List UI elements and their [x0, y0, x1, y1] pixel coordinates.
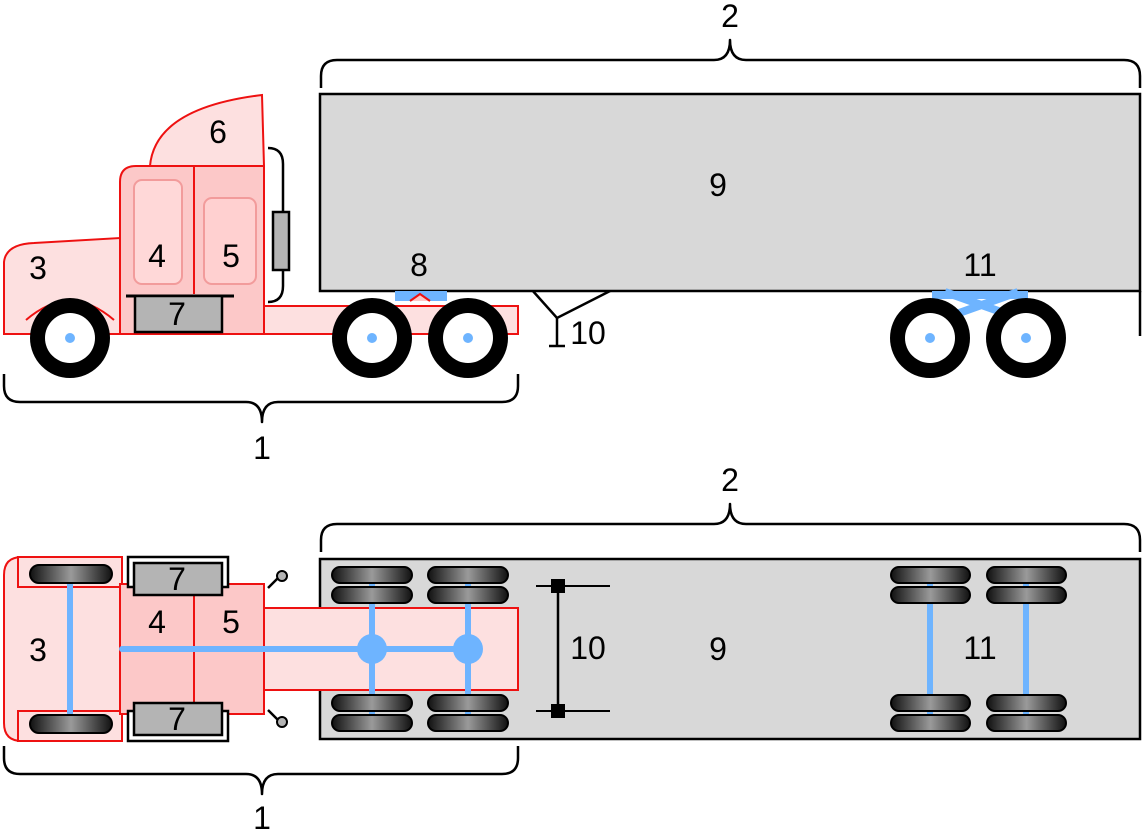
side-hood-label: 3 — [29, 250, 47, 286]
side-fifth-wheel-label: 8 — [410, 247, 428, 283]
side-trailer-body — [318, 92, 1142, 293]
side-trailer-axles-label: 11 — [963, 247, 996, 283]
side-tractor-front-wheel — [25, 298, 115, 378]
top-trailer-brace-label: 2 — [721, 462, 739, 498]
top-landing-gear-label: 10 — [570, 630, 606, 666]
top-tractor-brace-label: 1 — [253, 800, 271, 834]
top-fuel-tank-lower — [132, 701, 224, 737]
top-tractor-tires — [29, 564, 509, 734]
side-tractor-brace-label: 1 — [253, 430, 271, 466]
top-fuel-tank-upper — [132, 561, 224, 597]
side-fifth-wheel — [395, 291, 447, 302]
side-trailer-wheel-1 — [890, 298, 970, 378]
top-tractor-brace — [2, 746, 520, 796]
side-fairing — [148, 93, 266, 167]
side-tractor-brace — [2, 374, 520, 424]
side-fuel-tank-label: 7 — [168, 296, 186, 332]
side-trailer-brace — [319, 38, 1142, 88]
top-trailer-axles-label: 11 — [963, 630, 996, 666]
top-cab-rear-label: 5 — [222, 604, 240, 640]
side-exhaust-stack — [267, 146, 291, 304]
top-trailer-axles — [890, 566, 1067, 732]
side-fairing-label: 6 — [209, 114, 227, 150]
top-fuel-tank-upper-label: 7 — [168, 561, 186, 597]
side-trailer-wheel-2 — [986, 298, 1066, 378]
top-view: 2 9 10 11 — [2, 462, 1142, 834]
top-hood-label: 3 — [29, 632, 47, 668]
side-tractor-drive-wheel-2 — [428, 298, 508, 378]
top-trailer-body-label: 9 — [709, 631, 727, 667]
side-tractor-drive-wheel-1 — [332, 298, 412, 378]
side-cab-front-label: 4 — [148, 238, 166, 274]
side-fuel-tank — [133, 294, 224, 334]
side-view: 2 10 9 11 8 3 6 — [2, 0, 1142, 466]
top-trailer-brace — [319, 502, 1142, 552]
top-exhaust-stacks — [267, 570, 288, 728]
side-trailer-brace-label: 2 — [721, 0, 739, 34]
side-landing-gear-label: 10 — [570, 315, 606, 351]
side-cab-rear-label: 5 — [222, 238, 240, 274]
side-landing-gear — [531, 288, 613, 348]
top-landing-gear — [536, 579, 610, 718]
side-trailer-body-label: 9 — [709, 167, 727, 203]
top-fuel-tank-lower-label: 7 — [168, 701, 186, 737]
top-cab-front-label: 4 — [148, 604, 166, 640]
